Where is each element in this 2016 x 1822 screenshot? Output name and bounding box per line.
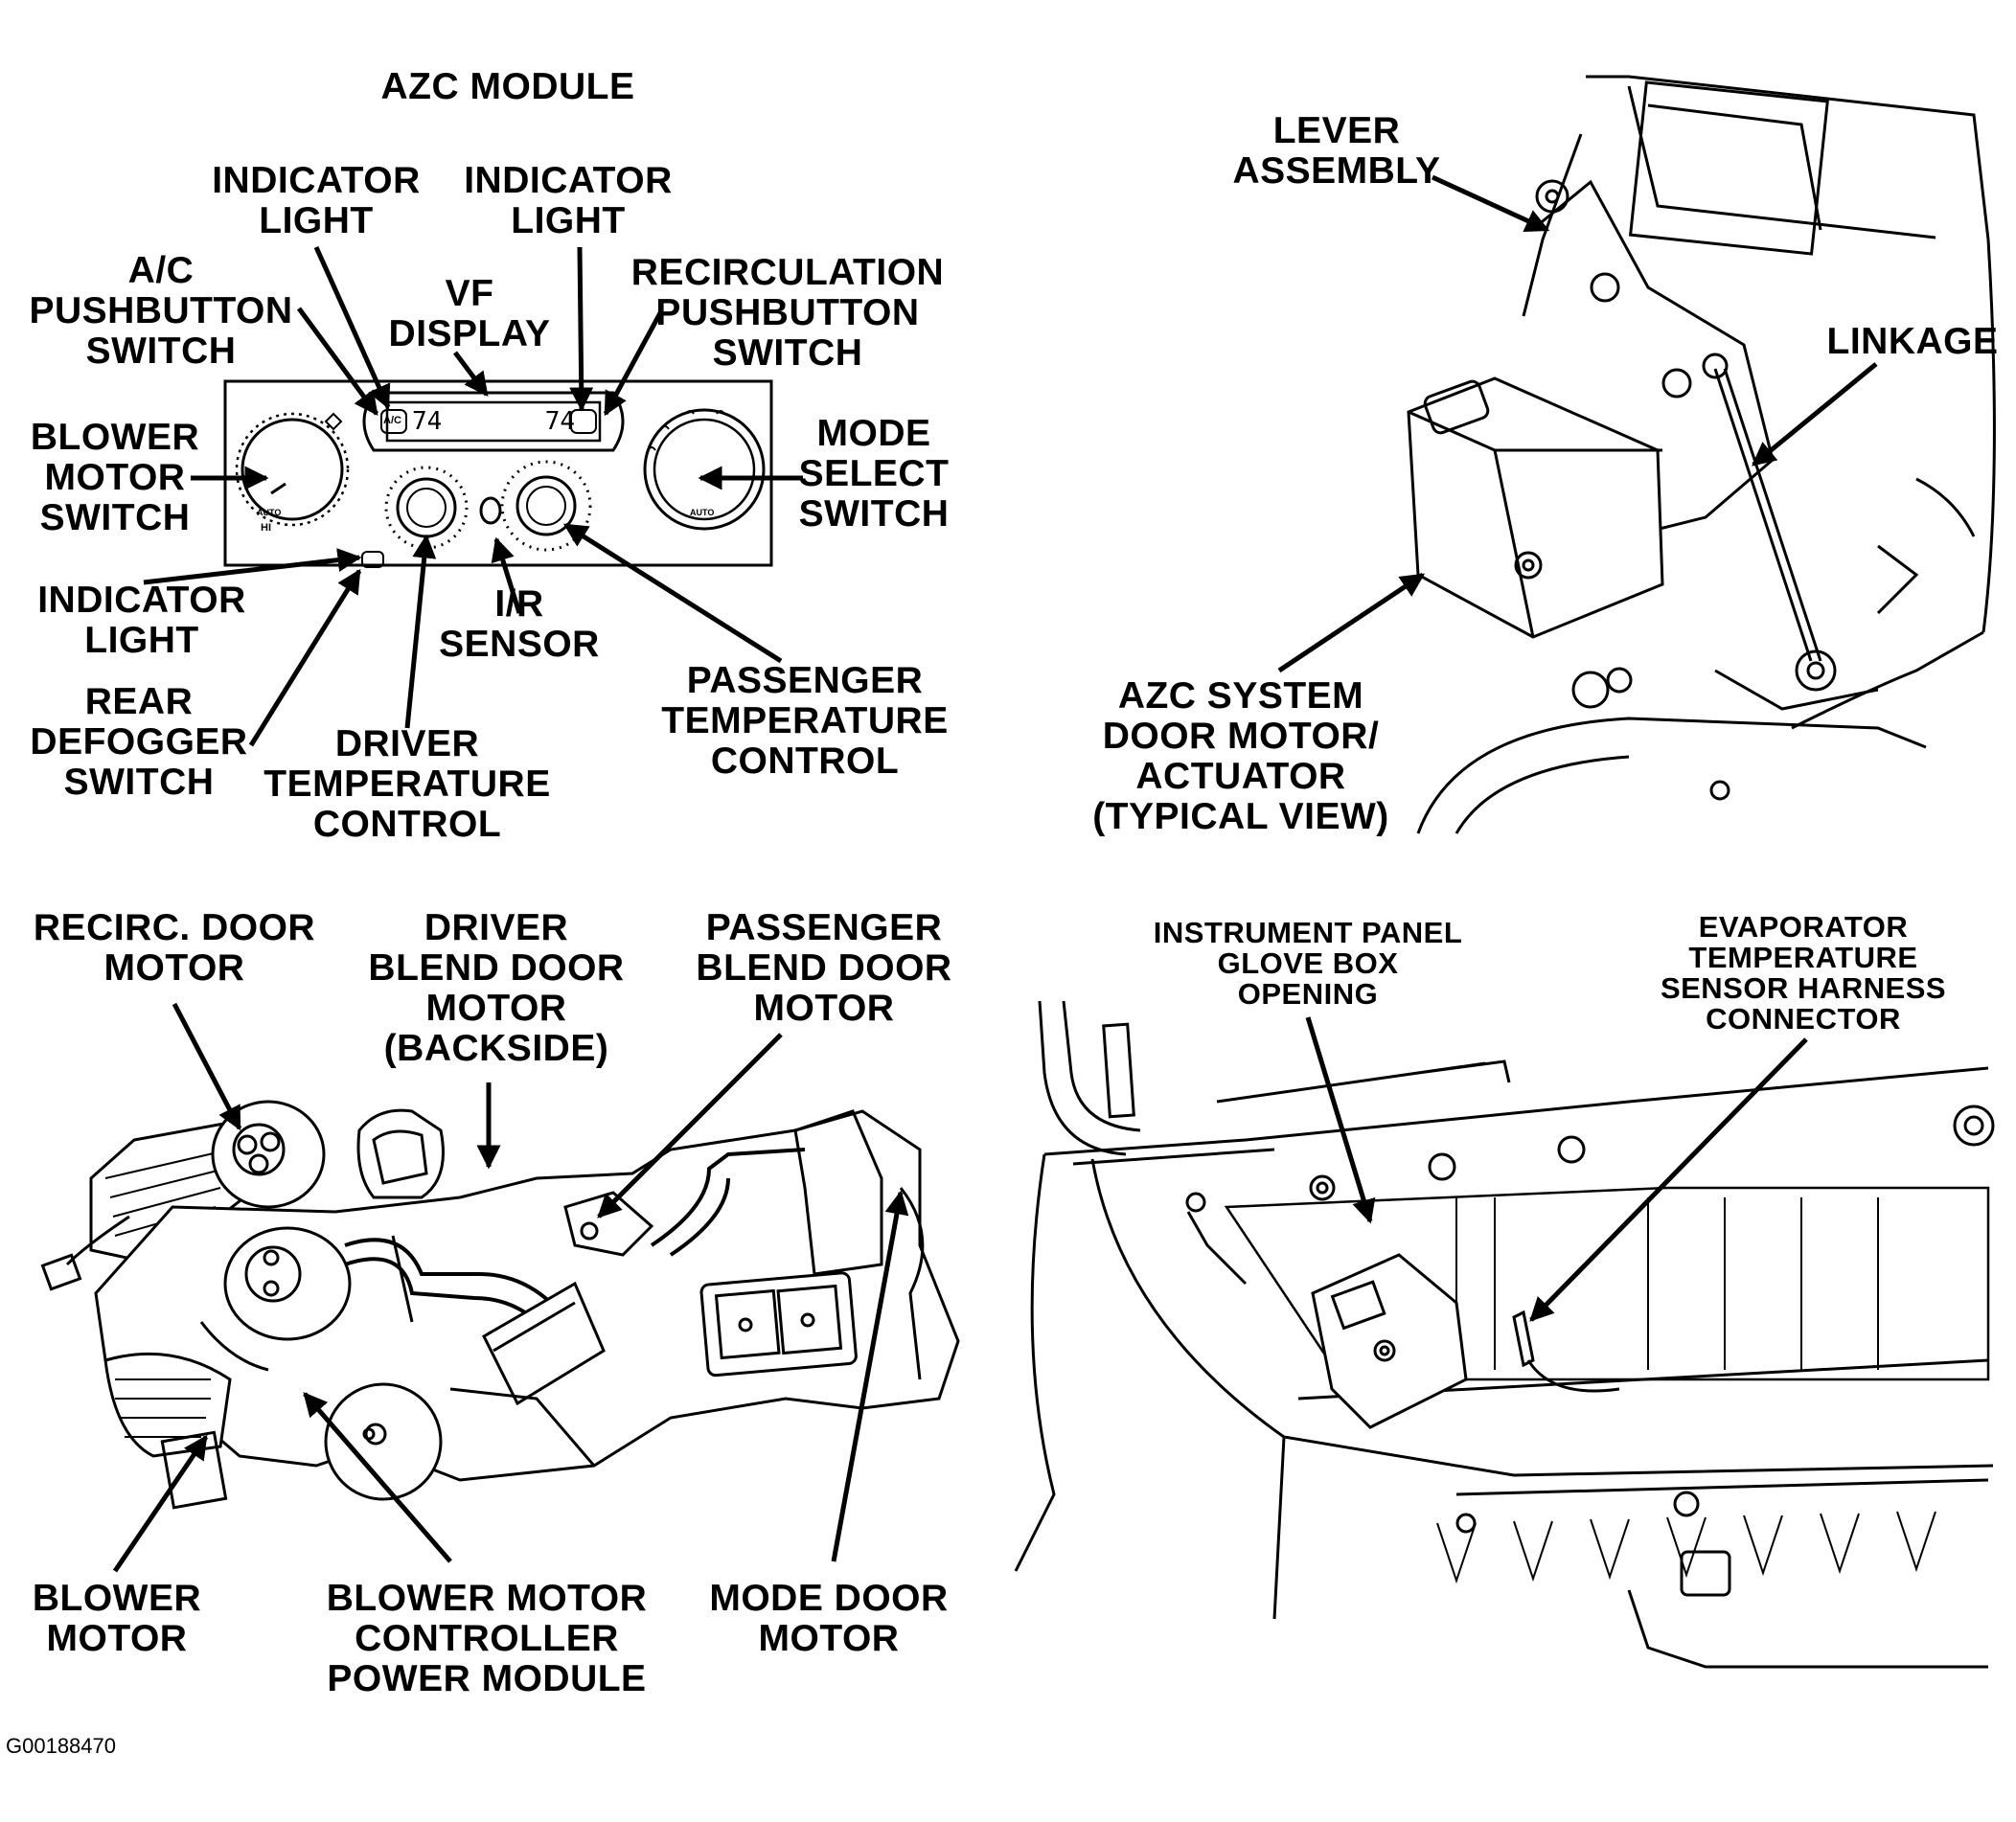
vf-display-label: VF DISPLAY bbox=[388, 273, 551, 354]
actuator-drawing bbox=[1407, 75, 1996, 834]
recirc-door-motor-label: RECIRC. DOOR MOTOR bbox=[33, 907, 316, 989]
passenger-blend-door-label: PASSENGER BLEND DOOR MOTOR bbox=[696, 907, 952, 1029]
blower-motor-switch-label: BLOWER MOTOR SWITCH bbox=[30, 417, 200, 538]
ac-button-label: A/C bbox=[383, 415, 401, 426]
indicator-light-label-1: INDICATOR LIGHT bbox=[212, 160, 421, 241]
glove-box-drawing bbox=[1014, 1000, 1995, 1669]
hi-label: HI bbox=[261, 522, 271, 534]
azc-door-motor-label: AZC SYSTEM DOOR MOTOR/ ACTUATOR (TYPICAL… bbox=[1092, 675, 1389, 837]
ir-sensor-label: I/R SENSOR bbox=[439, 583, 600, 665]
ip-glove-box-label: INSTRUMENT PANEL GLOVE BOX OPENING bbox=[1153, 916, 1463, 1011]
passenger-temp-label: PASSENGER TEMPERATURE CONTROL bbox=[661, 660, 949, 782]
indicator-light-label-3: INDICATOR LIGHT bbox=[37, 580, 246, 661]
ir-sensor-icon bbox=[479, 496, 502, 525]
ac-button-icon bbox=[380, 409, 407, 434]
vf-right-temp: 74 bbox=[544, 407, 575, 436]
mode-knob-icon bbox=[643, 408, 766, 531]
hvac-housing-drawing bbox=[40, 1100, 960, 1510]
lever-assembly-label: LEVER ASSEMBLY bbox=[1232, 110, 1441, 192]
figure-id: G00188470 bbox=[6, 1734, 116, 1758]
driver-temp-label: DRIVER TEMPERATURE CONTROL bbox=[263, 723, 551, 845]
azc-control-panel bbox=[223, 379, 773, 568]
rear-defogger-label: REAR DEFOGGER SWITCH bbox=[30, 681, 248, 803]
ac-pushbutton-label: A/C PUSHBUTTON SWITCH bbox=[29, 250, 293, 372]
rear-defog-button-icon bbox=[361, 551, 384, 568]
vf-display-readout: 74 74 bbox=[412, 404, 575, 439]
blower-motor-label: BLOWER MOTOR bbox=[32, 1578, 202, 1659]
driver-blend-door-label: DRIVER BLEND DOOR MOTOR (BACKSIDE) bbox=[368, 907, 625, 1069]
auto-left-label: AUTO bbox=[257, 508, 282, 517]
evap-sensor-label: EVAPORATOR TEMPERATURE SENSOR HARNESS CO… bbox=[1660, 910, 1947, 1036]
recirculation-pushbutton-label: RECIRCULATION PUSHBUTTON SWITCH bbox=[630, 252, 945, 374]
indicator-light-label-2: INDICATOR LIGHT bbox=[464, 160, 673, 241]
blower-knob-icon bbox=[235, 412, 350, 527]
auto-right-label: AUTO bbox=[690, 508, 715, 517]
blower-controller-label: BLOWER MOTOR CONTROLLER POWER MODULE bbox=[326, 1578, 648, 1699]
mode-select-switch-label: MODE SELECT SWITCH bbox=[798, 413, 950, 535]
passenger-temp-knob-icon bbox=[500, 460, 592, 552]
mode-door-motor-label: MODE DOOR MOTOR bbox=[709, 1578, 949, 1659]
azc-module-title: AZC MODULE bbox=[380, 66, 635, 107]
linkage-label: LINKAGE bbox=[1826, 321, 1999, 362]
vf-left-temp: 74 bbox=[412, 407, 443, 436]
